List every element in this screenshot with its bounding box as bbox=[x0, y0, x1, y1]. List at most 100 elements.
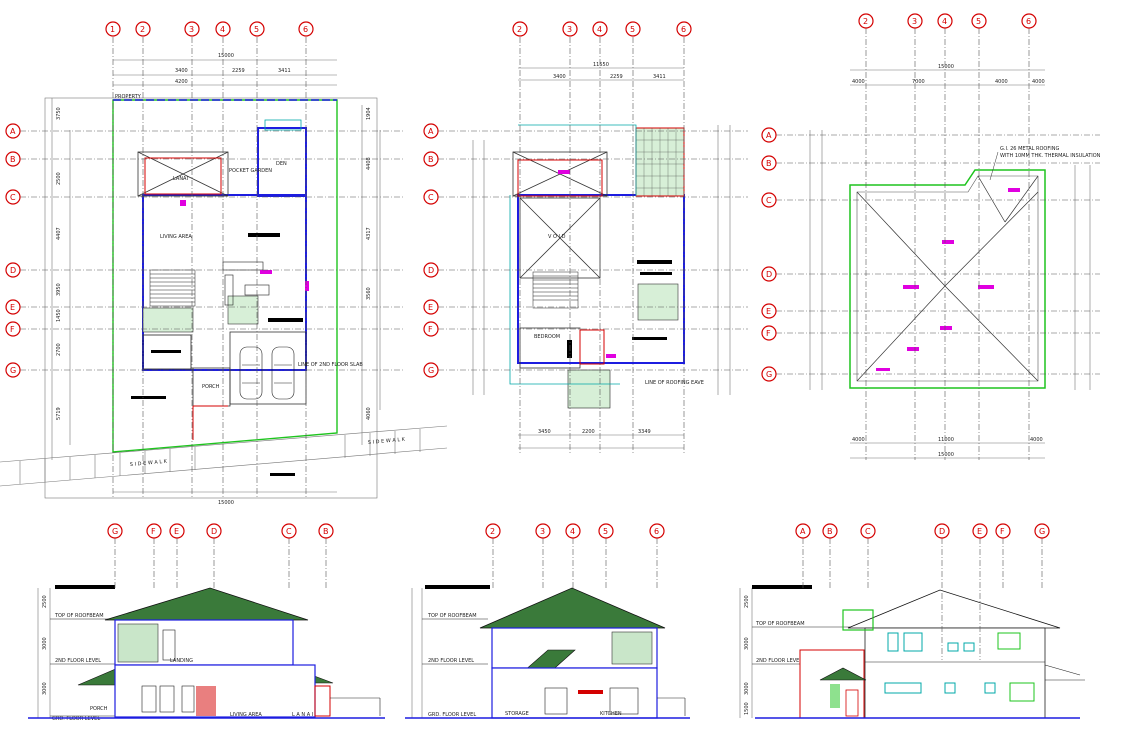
grid-bubble: B bbox=[423, 151, 439, 167]
grid-bubble: A bbox=[5, 123, 21, 139]
svg-text:4: 4 bbox=[597, 25, 602, 34]
car-2 bbox=[271, 346, 295, 400]
grid-bubble: 2 bbox=[512, 21, 528, 37]
dim-plan3-bottom-overall: 15000 bbox=[938, 452, 954, 458]
svg-text:B: B bbox=[766, 159, 772, 168]
e1-living-label: LIVING AREA bbox=[230, 712, 262, 718]
entry-stair-outside bbox=[567, 369, 611, 409]
grid-bubble: E bbox=[972, 523, 988, 539]
svg-text:C: C bbox=[428, 193, 434, 202]
svg-text:5: 5 bbox=[254, 25, 259, 34]
plan2-row-markers: A B C D E F G bbox=[423, 123, 439, 378]
grid-bubble: 3 bbox=[907, 13, 923, 29]
grid-bubble: A bbox=[761, 127, 777, 143]
living-area-label: LIVING AREA bbox=[160, 234, 192, 240]
grid-bubble: B bbox=[761, 155, 777, 171]
dim-plan1-top-overall: 15000 bbox=[218, 53, 234, 59]
grid-bubble: A bbox=[423, 123, 439, 139]
svg-text:E: E bbox=[174, 527, 179, 536]
dim-plan2-top-2: 2259 bbox=[610, 74, 623, 80]
svg-text:D: D bbox=[10, 266, 16, 275]
plan2-column-markers: 2 3 4 5 6 bbox=[512, 21, 692, 37]
e2-storage-label: STORAGE bbox=[505, 711, 529, 717]
e3-roof bbox=[847, 589, 1061, 629]
svg-text:D: D bbox=[939, 527, 945, 536]
dim-right-2: 4408 bbox=[366, 157, 372, 170]
grid-bubble: D bbox=[934, 523, 950, 539]
dim-left-7: 5719 bbox=[56, 407, 62, 420]
grid-bubble: D bbox=[761, 266, 777, 282]
grid-bubble: E bbox=[423, 299, 439, 315]
grid-bubble: G bbox=[5, 362, 21, 378]
plan3-row-markers: A B C D E F G bbox=[761, 127, 777, 382]
pocket-garden-label: POCKET GARDEN bbox=[229, 168, 272, 174]
dim-left-6: 2700 bbox=[56, 343, 62, 356]
grid-bubble: G bbox=[761, 366, 777, 382]
e3-top-roof-beam: TOP OF ROOFBEAM bbox=[755, 621, 805, 627]
bedroom-label: BEDROOM bbox=[534, 334, 560, 340]
house-outline-ground bbox=[142, 194, 307, 371]
svg-text:A: A bbox=[428, 127, 434, 136]
lanai-roof-outline bbox=[137, 151, 229, 197]
dim-plan3-top-3: 4000 bbox=[995, 79, 1008, 85]
e1-2nd-floor: 2ND FLOOR LEVEL bbox=[55, 658, 101, 664]
svg-text:6: 6 bbox=[681, 25, 686, 34]
grid-bubble: G bbox=[107, 523, 123, 539]
svg-text:C: C bbox=[865, 527, 871, 536]
svg-text:2: 2 bbox=[490, 527, 495, 536]
grid-bubble: F bbox=[995, 523, 1011, 539]
e2-roof bbox=[479, 587, 666, 629]
dim-plan1-bottom-overall: 15000 bbox=[218, 500, 234, 506]
dim-right-5: 4060 bbox=[366, 407, 372, 420]
stair-upper bbox=[532, 271, 579, 309]
e1-dim-1: 2500 bbox=[42, 595, 48, 608]
dim-plan3-top-4: 4000 bbox=[1032, 79, 1045, 85]
svg-text:B: B bbox=[827, 527, 833, 536]
svg-text:A: A bbox=[766, 131, 772, 140]
svg-text:F: F bbox=[766, 329, 771, 338]
porch-label: PORCH bbox=[202, 384, 220, 390]
grid-bubble: C bbox=[860, 523, 876, 539]
svg-text:A: A bbox=[800, 527, 806, 536]
e3-dim-4: 1500 bbox=[744, 702, 750, 715]
grid-bubble: E bbox=[761, 303, 777, 319]
plan1-markers bbox=[131, 200, 309, 476]
e1-grd-floor: GRD. FLOOR LEVEL bbox=[52, 716, 100, 722]
e3-2nd-floor: 2ND FLOOR LEVEL bbox=[756, 658, 802, 664]
elevation-2: TOP OF ROOFBEAM 2ND FLOOR LEVEL GRD. FLO… bbox=[405, 585, 690, 719]
svg-text:G: G bbox=[428, 366, 434, 375]
sidewalk-label-2: S I D E W A L K bbox=[368, 437, 406, 446]
line-2nd-floor-label: LINE OF 2ND FLOOR SLAB bbox=[298, 362, 363, 368]
void-label: V O I D bbox=[548, 234, 566, 240]
e3-dim-2: 3000 bbox=[744, 637, 750, 650]
grid-bubble: 2 bbox=[135, 21, 151, 37]
svg-text:2: 2 bbox=[140, 25, 145, 34]
e2-lower-body bbox=[491, 667, 658, 719]
line-roofing-eave-label: LINE OF ROOFING EAVE bbox=[645, 380, 704, 386]
grid-bubble: A bbox=[795, 523, 811, 539]
elev1-markers: G F E D C B bbox=[107, 523, 334, 539]
sidewalk-label-1: S I D E W A L K bbox=[130, 459, 168, 468]
dim-plan3-top-overall: 15000 bbox=[938, 64, 954, 70]
svg-text:B: B bbox=[323, 527, 329, 536]
e2-top-roof-beam: TOP OF ROOFBEAM bbox=[427, 613, 477, 619]
grid-bubble: F bbox=[5, 321, 21, 337]
grid-bubble: C bbox=[761, 192, 777, 208]
grid-bubble: 4 bbox=[937, 13, 953, 29]
svg-text:2: 2 bbox=[863, 17, 868, 26]
svg-text:B: B bbox=[10, 155, 16, 164]
dim-left-1: 3750 bbox=[56, 107, 62, 120]
plan1-row-markers: A B C D E F G bbox=[5, 123, 21, 378]
dim-plan2-bottom-2: 2200 bbox=[582, 429, 595, 435]
svg-text:D: D bbox=[211, 527, 217, 536]
dim-left-4: 3950 bbox=[56, 283, 62, 296]
e3-dim-3: 3000 bbox=[744, 682, 750, 695]
grid-bubble: F bbox=[423, 321, 439, 337]
svg-text:E: E bbox=[977, 527, 982, 536]
stair-ground bbox=[149, 269, 196, 307]
dim-plan1-top-sub: 4200 bbox=[175, 79, 188, 85]
e1-upper-window bbox=[117, 623, 159, 663]
dim-right-3: 4317 bbox=[366, 227, 372, 240]
dim-plan1-top-2: 2259 bbox=[232, 68, 245, 74]
